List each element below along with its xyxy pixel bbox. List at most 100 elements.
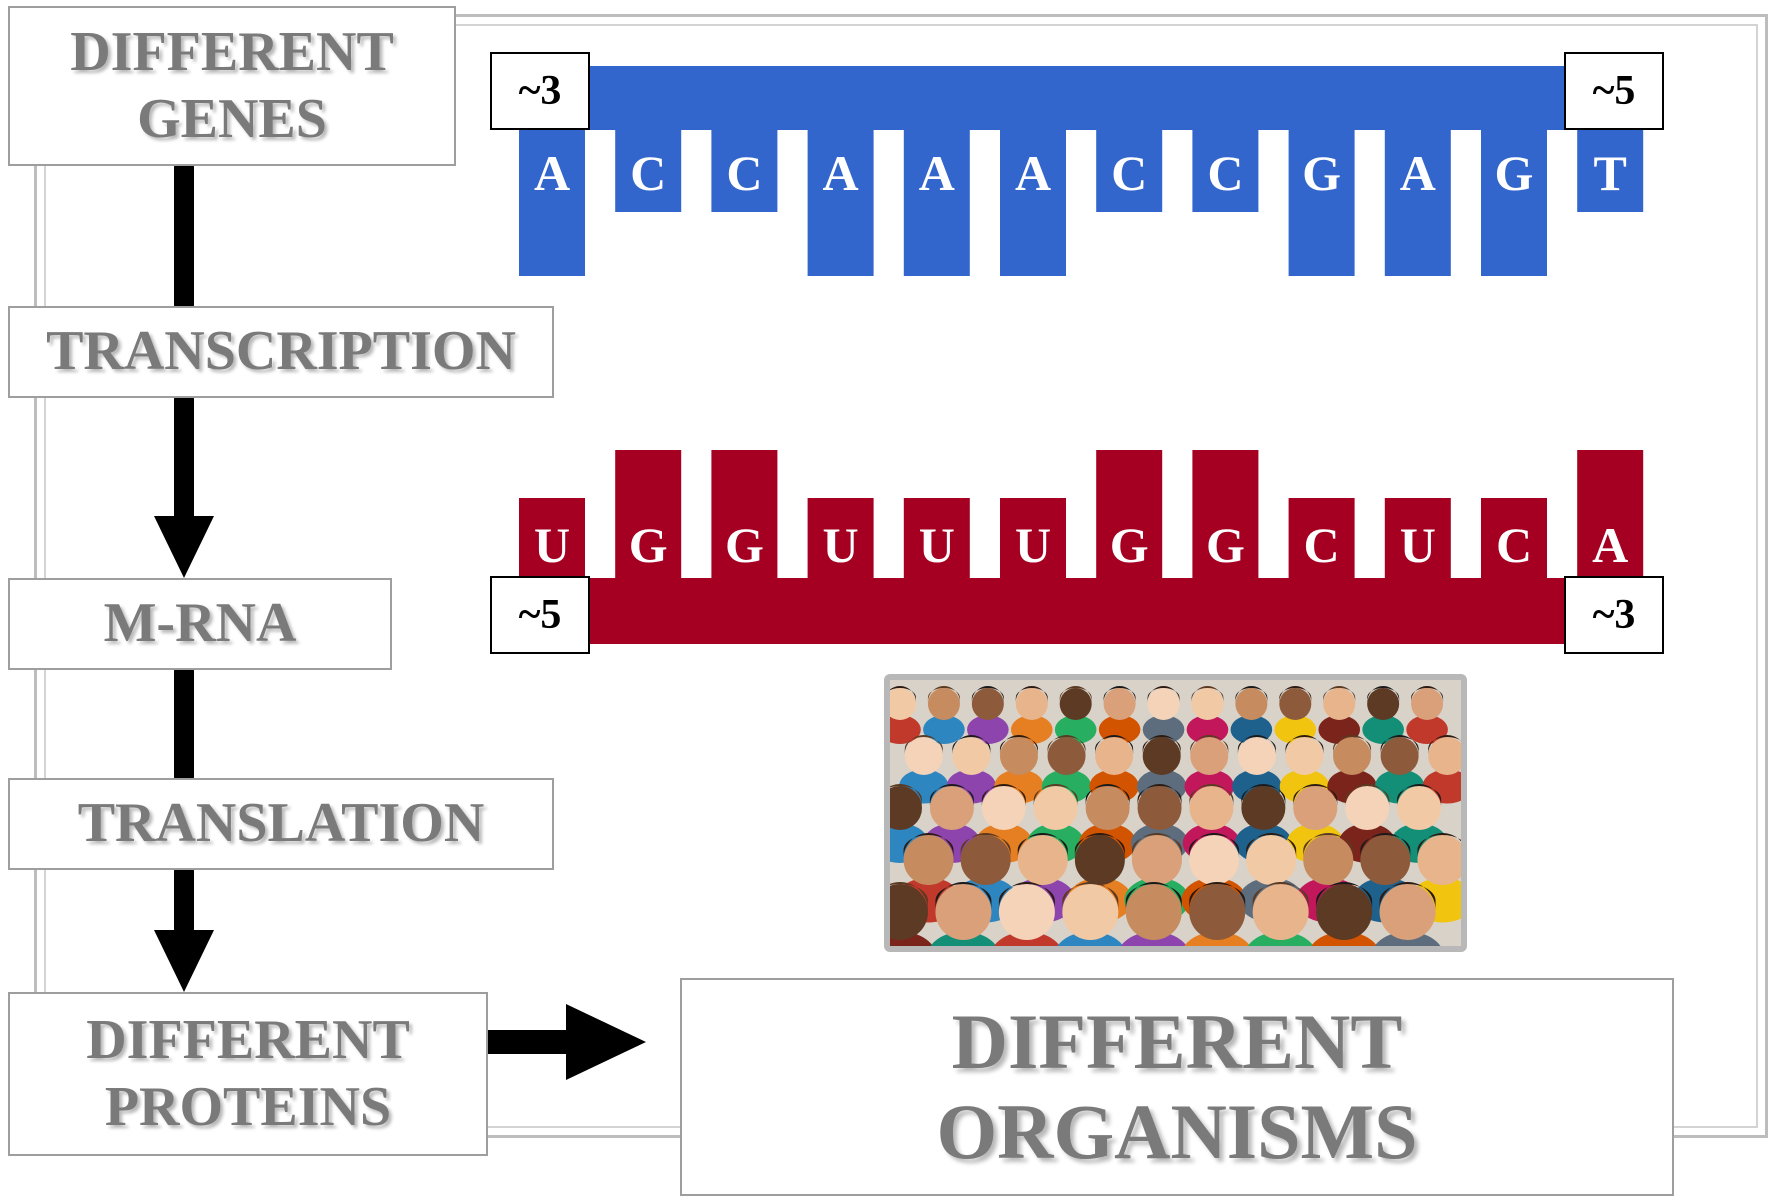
mrna-base-label: U [534,517,570,573]
dna-left-end-label: ~3 [518,68,562,114]
mrna-backbone [590,578,1590,644]
person-face [981,786,1026,830]
person-face [1147,688,1180,720]
person-face [1059,688,1092,720]
person-shirt [1142,715,1185,744]
dna-base-label: C [630,145,666,201]
dna-base-bar [1096,130,1163,212]
arrow-right-head-icon [566,1004,646,1080]
person-face [1062,884,1119,940]
dna-base-bar [615,130,682,212]
person-face [1279,688,1312,720]
dna-base-label: A [534,145,570,201]
arrow-genes-to-transcription [174,166,194,308]
dna-base-label: A [1400,145,1436,201]
dna-base-bar [1288,130,1355,276]
person-face [1125,884,1182,940]
person-face [1293,786,1338,830]
person-face [1015,688,1048,720]
person-face [1345,786,1390,830]
mrna-base-label: C [1496,517,1532,573]
dna-base-label: C [1207,145,1243,201]
mrna-right-end: ~3 [1564,576,1664,654]
person-face [1074,835,1125,885]
person-face [1190,737,1229,775]
mrna-base-label: G [629,517,668,573]
person-face [903,835,954,885]
dna-base-bar [1192,130,1259,212]
dna-right-end-label: ~5 [1592,68,1636,114]
mrna-base-bar [903,498,970,578]
crowd-photo-icon [890,680,1461,946]
translation-box: TRANSLATION [8,778,554,870]
dna-base-label: C [1111,145,1147,201]
person-face [1235,688,1268,720]
person-face [998,884,1055,940]
mrna-base-label: U [823,517,859,573]
person-face [1285,737,1324,775]
mrna-base-bar [711,450,778,578]
mrna-base-bar [807,498,874,578]
dna-base-bar [1384,130,1451,276]
dna-base-bar [1577,130,1644,212]
person-hair [890,784,922,806]
person-face [1417,835,1461,885]
different-organisms-line2: ORGANISMS [936,1088,1418,1175]
dna-base-bar [711,130,778,212]
person-face [1189,835,1240,885]
transcription-box: TRANSCRIPTION [8,306,554,398]
dna-base-label: T [1594,145,1627,201]
person-face [890,884,928,940]
arrow-transcription-to-mrna-shaft [174,396,194,520]
crowd-photo [884,674,1467,952]
dna-base-bar [1000,130,1066,276]
mrna-base-bar [1577,450,1644,578]
mrna-base-bar [1192,450,1259,578]
person-face [1189,884,1246,940]
different-proteins-box: DIFFERENT PROTEINS [8,992,488,1156]
person-face [927,688,960,720]
dna-base-label: G [1495,145,1534,201]
person-face [1033,786,1078,830]
person-face [1085,786,1130,830]
person-face [1137,786,1182,830]
person-face [1131,835,1182,885]
mrna-base-label: A [1592,517,1628,573]
person-face [971,688,1004,720]
person-face [1397,786,1442,830]
person-face [1428,737,1461,775]
person-face [999,737,1038,775]
dna-base-label: G [1302,145,1341,201]
person-face [929,786,974,830]
arrow-translation-to-proteins-shaft [174,866,194,936]
person-face [890,786,922,830]
dna-base-bar [1481,130,1547,276]
dna-base-bar [807,130,874,276]
dna-base-label: A [823,145,859,201]
person-shirt [1186,715,1229,744]
mrna-base-bar [1481,498,1547,578]
dna-base-label: A [1015,145,1051,201]
person-face [1142,737,1181,775]
mrna-left-end: ~5 [490,576,590,654]
mrna-base-label: G [725,517,764,573]
dna-right-end: ~5 [1564,52,1664,130]
person-face [1367,688,1400,720]
person-face [1333,737,1372,775]
different-organisms-box: DIFFERENT ORGANISMS [680,978,1674,1196]
person-face [1103,688,1136,720]
different-proteins-line1: DIFFERENT [86,1008,410,1071]
different-organisms-line1: DIFFERENT [951,998,1403,1086]
person-face [935,884,992,940]
dna-base-bar [519,130,585,276]
person-face [1323,688,1356,720]
mrna-base-label: G [1110,517,1149,573]
person-face [1380,737,1419,775]
mrna-base-bar [1288,498,1355,578]
mrna-base-bar [615,450,682,578]
translation-label: TRANSLATION [77,792,485,855]
mrna-base-bar [519,498,585,578]
different-genes-line2: GENES [137,88,327,150]
person-face [1189,786,1234,830]
